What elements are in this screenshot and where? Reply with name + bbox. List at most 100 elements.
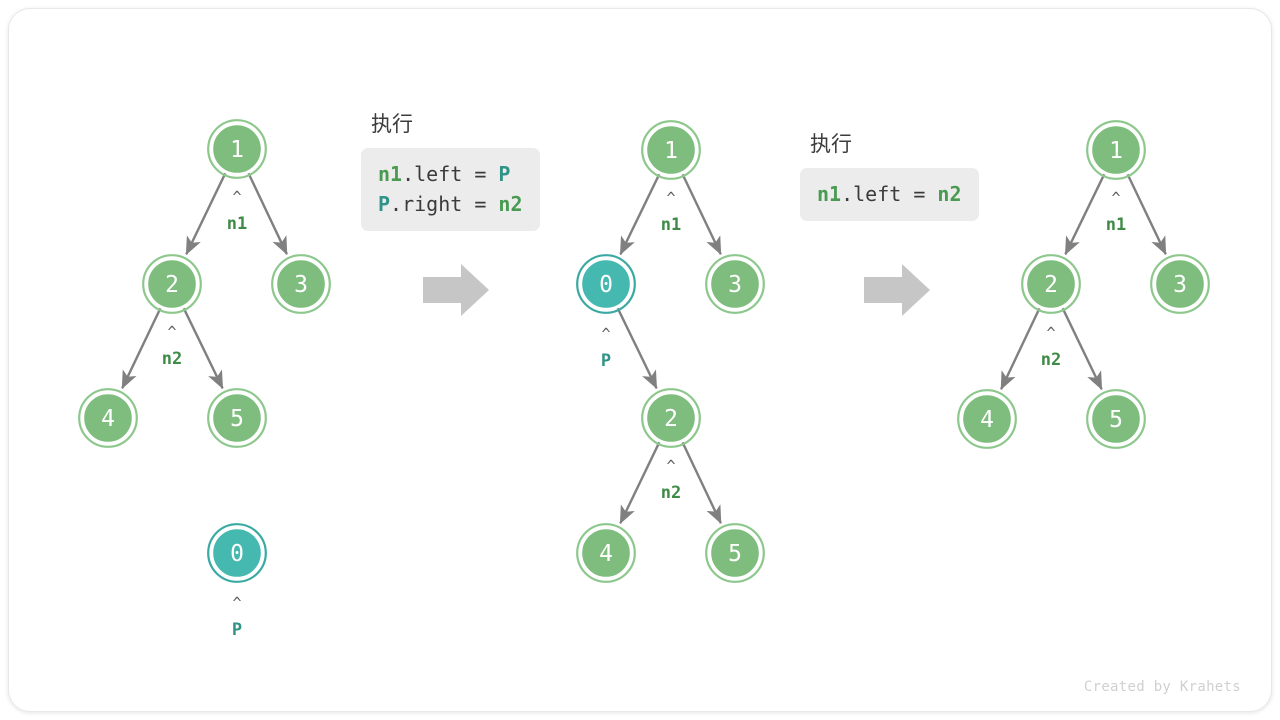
pointer-caret-icon: ^ (601, 325, 610, 343)
node-outer-ring (576, 254, 636, 314)
tree-node-0[interactable]: 0 (576, 254, 636, 314)
pointer-label: P (232, 620, 242, 640)
tree-node-0[interactable]: 0 (207, 523, 267, 583)
code-block-2: n1.left = n2 (800, 168, 979, 221)
node-disc (145, 257, 199, 311)
code-token: .left = (841, 182, 938, 206)
pointer-caret-icon: ^ (1111, 189, 1120, 207)
code-token: n2 (498, 192, 523, 216)
node-outer-ring (1086, 389, 1146, 449)
node-outer-ring (705, 254, 765, 314)
exec-label-2: 执行 (810, 133, 852, 156)
tree-node-4[interactable]: 4 (957, 389, 1017, 449)
pointer-n1: ^ n1 (661, 189, 681, 235)
node-outer-ring (641, 388, 701, 448)
node-value: 4 (980, 407, 994, 433)
pointer-p: ^P (232, 594, 242, 640)
node-value: 2 (664, 406, 678, 432)
transition-arrow-2 (864, 264, 930, 316)
node-outer-ring (957, 389, 1017, 449)
node-outer-ring (271, 254, 331, 314)
tree-node-1[interactable]: 1 (207, 119, 267, 179)
node-outer-ring (207, 388, 267, 448)
node-value: 0 (599, 272, 613, 298)
node-value: 3 (1173, 272, 1187, 298)
tree-node-1[interactable]: 1 (641, 120, 701, 180)
node-outer-ring (207, 119, 267, 179)
code-token: n2 (937, 182, 962, 206)
node-disc (1024, 257, 1078, 311)
node-outer-ring (1086, 120, 1146, 180)
nodes-layer: 1 2 3 4 5 0 1 0 3 2 4 5 1 2 3 4 5 (78, 119, 1210, 583)
tree-node-5[interactable]: 5 (207, 388, 267, 448)
node-disc (1089, 392, 1143, 446)
tree-node-4[interactable]: 4 (576, 523, 636, 583)
pointer-caret-icon: ^ (232, 594, 241, 612)
transition-arrow-1 (423, 264, 489, 316)
node-outer-ring (1150, 254, 1210, 314)
pointer-label: n2 (1041, 350, 1061, 370)
tree-edge (619, 441, 661, 525)
node-disc (81, 391, 135, 445)
tree-node-2[interactable]: 2 (1021, 254, 1081, 314)
tree-node-4[interactable]: 4 (78, 388, 138, 448)
tree-node-5[interactable]: 5 (705, 523, 765, 583)
tree-node-3[interactable]: 3 (1150, 254, 1210, 314)
node-disc (708, 526, 762, 580)
node-disc (960, 392, 1014, 446)
tree-edge (247, 172, 288, 256)
node-value: 4 (599, 541, 613, 567)
pointers-layer: ^n1^n2^P^n1^P^n2^n1^n2 (162, 188, 1126, 640)
node-value: 1 (230, 137, 244, 163)
node-disc (708, 257, 762, 311)
node-value: 5 (728, 541, 742, 567)
pointer-label: n1 (1106, 215, 1126, 235)
pointer-p: ^P (601, 325, 611, 371)
tree-edge (619, 173, 661, 256)
pointer-n1: ^ n1 (227, 188, 247, 234)
tree-node-5[interactable]: 5 (1086, 389, 1146, 449)
tree-node-1[interactable]: 1 (1086, 120, 1146, 180)
pointer-label: P (601, 351, 611, 371)
pointer-caret-icon: ^ (666, 189, 675, 207)
pointer-n2: ^n2 (1041, 324, 1061, 370)
node-disc (1089, 123, 1143, 177)
pointer-caret-icon: ^ (232, 188, 241, 206)
tree-edge (616, 307, 658, 390)
node-outer-ring (576, 523, 636, 583)
code-token: n1 (378, 162, 403, 186)
tree-node-3[interactable]: 3 (271, 254, 331, 314)
node-value: 1 (664, 138, 678, 164)
pointer-n2: ^ n2 (162, 323, 182, 369)
node-disc (210, 526, 264, 580)
tree-node-2[interactable]: 2 (142, 254, 202, 314)
node-disc (579, 526, 633, 580)
node-outer-ring (78, 388, 138, 448)
pointer-label: n1 (661, 215, 681, 235)
node-outer-ring (207, 523, 267, 583)
tree-edge (681, 173, 722, 256)
tree-edge (1064, 173, 1106, 256)
code-token: P (498, 162, 511, 186)
node-value: 1 (1109, 138, 1123, 164)
pointer-caret-icon: ^ (666, 457, 675, 475)
node-outer-ring (641, 120, 701, 180)
code-token: .right = (390, 192, 499, 216)
pointer-label: n2 (162, 349, 182, 369)
code-token: .left = (402, 162, 499, 186)
node-value: 5 (230, 406, 244, 432)
pointer-label: n2 (661, 483, 681, 503)
tree-node-3[interactable]: 3 (705, 254, 765, 314)
pointer-label: n1 (227, 214, 247, 234)
node-disc (1153, 257, 1207, 311)
tree-edge (182, 307, 224, 390)
code-token: P (378, 192, 391, 216)
code-line: n1.left = n2 (817, 179, 962, 209)
tree-node-2[interactable]: 2 (641, 388, 701, 448)
pointer-n2: ^ n2 (661, 457, 681, 503)
pointer-caret-icon: ^ (167, 323, 176, 341)
